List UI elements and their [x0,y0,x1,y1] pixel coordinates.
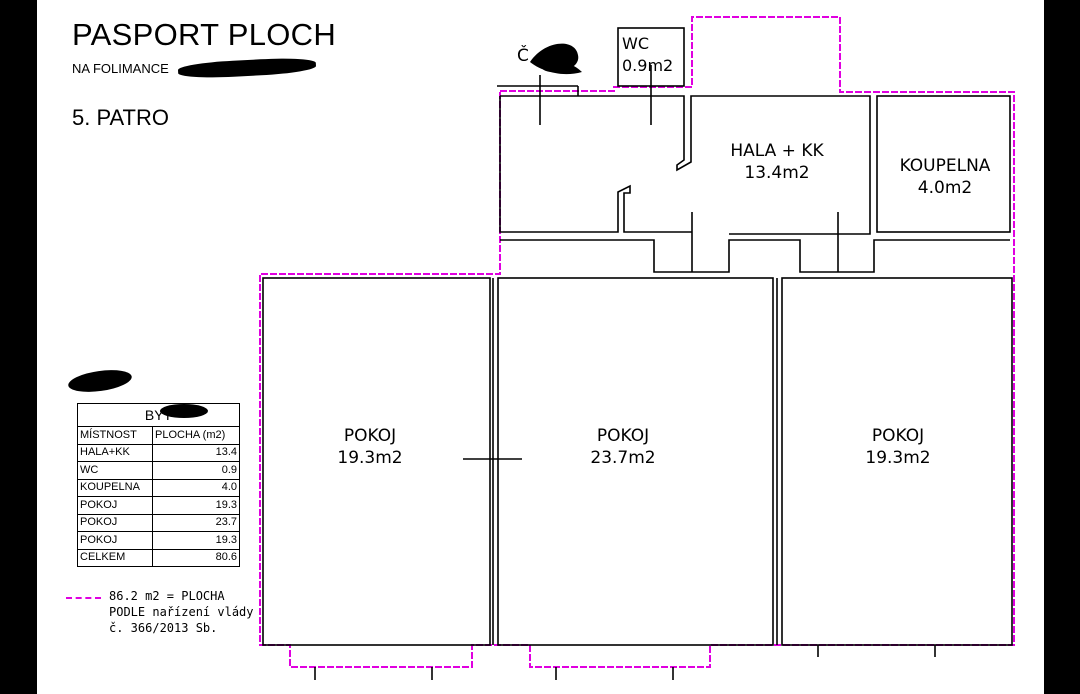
scribble-redaction-top [530,43,582,75]
table-cell-room: CELKEM [77,548,153,567]
table-cell-area: 13.4 [152,443,240,462]
table-cell-area: 0.9 [152,461,240,480]
room-hala: HALA + KK 13.4m2 [712,140,842,184]
room-hala-area: 13.4m2 [744,163,810,183]
room-pokoj-1-name: POKOJ [343,426,397,446]
redaction-letter: Č [517,46,529,66]
page-subtitle: NA FOLIMANCE [72,61,169,76]
table-cell-area: 23.7 [152,513,240,532]
room-pokoj-2: POKOJ 23.7m2 [573,425,673,469]
scribble-redaction-table [68,370,132,392]
table-cell-room: WC [77,461,153,480]
room-koupelna-area: 4.0m2 [917,178,973,198]
table-cell-area: 80.6 [152,548,240,567]
room-pokoj-2-name: POKOJ [596,426,650,446]
legend-text: 86.2 m2 = PLOCHA PODLE nařízení vlády č.… [109,588,254,636]
table-header-area: PLOCHA (m2) [152,426,240,445]
table-cell-room: POKOJ [77,531,153,550]
walls [262,27,1013,680]
room-koupelna-name: KOUPELNA [899,156,991,176]
legend-line-sample [66,597,101,599]
table-cell-room: KOUPELNA [77,478,153,497]
table-title: BYT [77,403,240,427]
table-cell-room: HALA+KK [77,443,153,462]
room-pokoj-1-area: 19.3m2 [337,448,403,468]
room-pokoj-3-name: POKOJ [871,426,925,446]
room-koupelna: KOUPELNA 4.0m2 [890,155,1000,199]
table-cell-area: 4.0 [152,478,240,497]
room-wc-name: WC [622,34,649,53]
room-pokoj-1: POKOJ 19.3m2 [320,425,420,469]
legend-line-1: 86.2 m2 = PLOCHA [109,589,225,603]
room-pokoj-3: POKOJ 19.3m2 [848,425,948,469]
table-cell-area: 19.3 [152,496,240,515]
table-header-room: MÍSTNOST [77,426,153,445]
room-hala-name: HALA + KK [730,141,824,161]
page-title: PASPORT PLOCH [72,17,337,52]
legend-line-2: PODLE nařízení vlády [109,605,254,619]
floor-label: 5. PATRO [72,105,169,130]
table-cell-area: 19.3 [152,531,240,550]
room-pokoj-2-area: 23.7m2 [590,448,656,468]
table-cell-room: POKOJ [77,496,153,515]
table-cell-room: POKOJ [77,513,153,532]
room-wc-area: 0.9m2 [622,56,674,75]
room-pokoj-3-area: 19.3m2 [865,448,931,468]
legend-line-3: č. 366/2013 Sb. [109,621,218,635]
room-wc: WC 0.9m2 [622,33,673,77]
area-boundary-line [259,16,1015,668]
